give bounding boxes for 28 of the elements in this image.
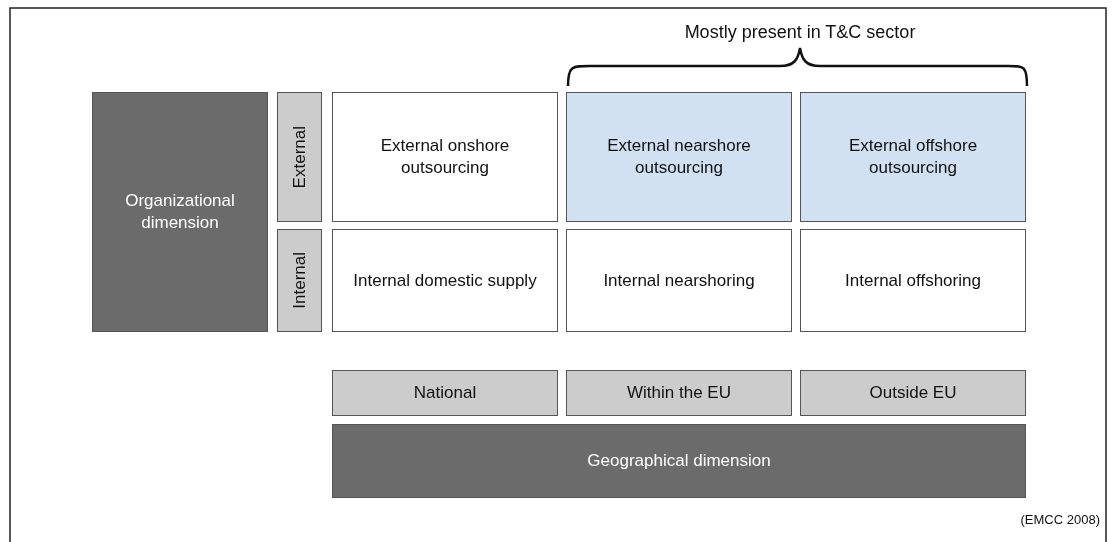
column-header <box>566 370 792 416</box>
cell-text: External <box>288 125 310 189</box>
cell-text: External offshore outsourcing <box>847 135 979 179</box>
row-header <box>277 229 322 332</box>
cell-text: Internal offshoring <box>845 269 981 292</box>
brace-label: Mostly present in T&C sector <box>684 22 916 43</box>
row-header <box>277 92 322 222</box>
matrix-cell <box>800 229 1026 332</box>
cell-text: External onshore outsourcing <box>379 135 511 179</box>
matrix-cell <box>800 92 1026 222</box>
cell-text: Internal <box>288 252 310 309</box>
cell-text: Outside EU <box>869 382 957 404</box>
column-header <box>332 370 558 416</box>
cell-text: Within the EU <box>627 382 731 404</box>
matrix-cell <box>566 229 792 332</box>
cell-text: External nearshore outsourcing <box>606 135 752 179</box>
source-note: (EMCC 2008) <box>1020 512 1100 527</box>
column-header <box>800 370 1026 416</box>
cell-text: Internal domestic supply <box>353 269 537 292</box>
cell-text: Organizational dimension <box>124 190 236 234</box>
cell-text: Internal nearshoring <box>603 269 755 292</box>
dimension-box <box>332 424 1026 498</box>
dimension-box <box>92 92 268 332</box>
matrix-cell <box>332 92 558 222</box>
matrix-cell <box>566 92 792 222</box>
matrix-cell <box>332 229 558 332</box>
cell-text: National <box>413 382 477 404</box>
cell-text: Geographical dimension <box>587 450 771 472</box>
